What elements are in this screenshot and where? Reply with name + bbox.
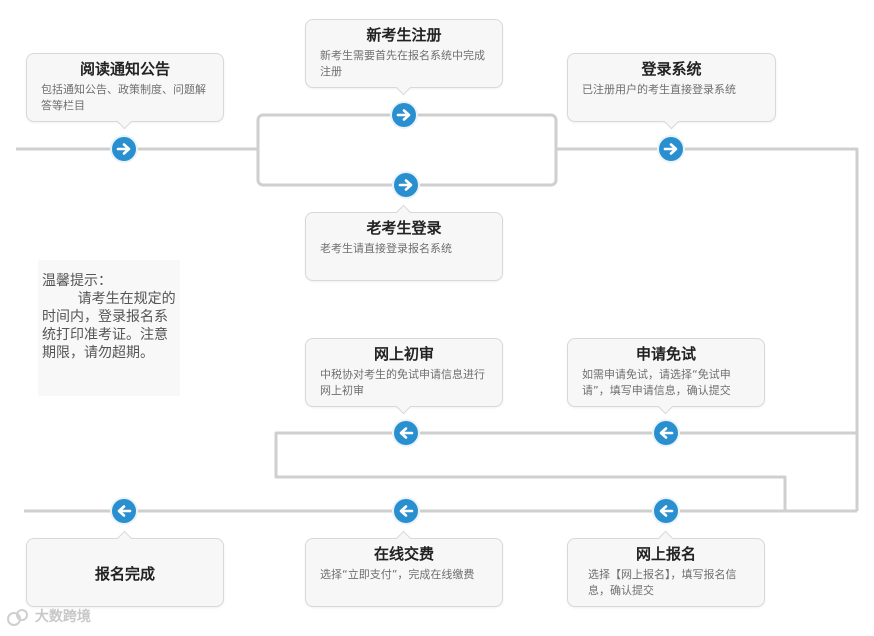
watermark: 大数跨境 (6, 606, 91, 627)
card-desc: 如需申请免试，请选择“免试申请”，填写申请信息，确认提交 (582, 368, 731, 397)
card-old-login: 老考生登录 老考生请直接登录报名系统 (305, 204, 503, 281)
arrow-right-icon (659, 137, 683, 161)
card-online-signup: 网上报名 选择【网上报名】，填写报名信息，确认提交 (567, 530, 765, 607)
arrow-left-icon (112, 499, 136, 523)
tip-text: 温馨提示： 请考生在规定的时间内，登录报名系统打印准考证。注意期限，请勿超期。 (42, 273, 176, 361)
card-title: 网上初审 (373, 345, 434, 363)
watermark-logo-icon (6, 607, 30, 627)
card-title: 阅读通知公告 (79, 60, 170, 78)
card-apply-exempt: 申请免试 如需申请免试，请选择“免试申请”，填写申请信息，确认提交 (567, 338, 765, 415)
row1-line (16, 147, 859, 511)
card-desc: 老考生请直接登录报名系统 (320, 242, 452, 255)
card-desc: 选择【网上报名】，填写报名信息，确认提交 (588, 568, 737, 597)
arrow-left-icon (654, 421, 678, 445)
card-title: 新考生注册 (366, 26, 442, 44)
card-read-notice: 阅读通知公告 包括通知公告、政策制度、问题解答等栏目 (26, 53, 224, 130)
card-desc: 中税协对考生的免试申请信息进行网上初审 (320, 368, 485, 397)
card-online-review: 网上初审 中税协对考生的免试申请信息进行网上初审 (305, 338, 503, 415)
card-login-system: 登录系统 已注册用户的考生直接登录系统 (567, 53, 776, 130)
card-title: 网上报名 (635, 545, 696, 563)
tip-box: 温馨提示： 请考生在规定的时间内，登录报名系统打印准考证。注意期限，请勿超期。 (38, 260, 180, 396)
card-desc: 新考生需要首先在报名系统中完成注册 (320, 49, 485, 78)
card-title: 登录系统 (641, 60, 702, 78)
arrow-left-icon (394, 421, 418, 445)
card-title: 老考生登录 (366, 219, 442, 237)
card-title: 申请免试 (635, 345, 696, 363)
card-new-register: 新考生注册 新考生需要首先在报名系统中完成注册 (305, 19, 503, 96)
watermark-text: 大数跨境 (34, 609, 91, 625)
card-desc: 已注册用户的考生直接登录系统 (582, 83, 736, 96)
card-title: 在线交费 (373, 545, 434, 563)
card-desc: 包括通知公告、政策制度、问题解答等栏目 (41, 83, 206, 112)
card-signup-done: 报名完成 (26, 530, 224, 607)
arrow-left-icon (394, 499, 418, 523)
card-desc: 选择“立即支付”，完成在线缴费 (320, 568, 475, 581)
card-title: 报名完成 (94, 565, 155, 583)
arrow-right-icon (394, 173, 418, 197)
arrow-right-icon (112, 137, 136, 161)
arrow-right-icon (392, 103, 416, 127)
row2-line (274, 431, 857, 511)
arrow-left-icon (654, 499, 678, 523)
card-online-pay: 在线交费 选择“立即支付”，完成在线缴费 (305, 530, 503, 607)
